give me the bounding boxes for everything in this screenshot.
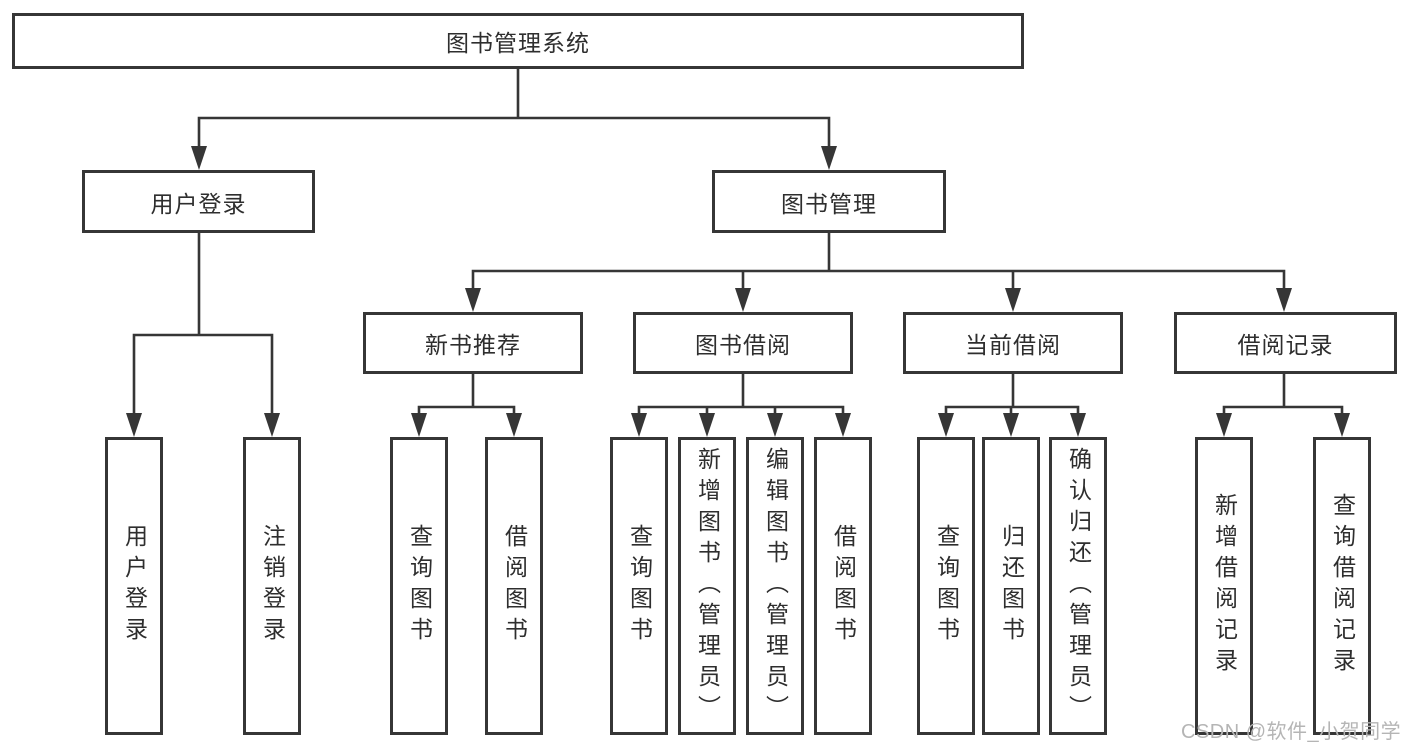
leaf-newbook-query-books: 查询图书 [390, 437, 448, 735]
node-label: 用户登录 [121, 524, 148, 648]
leaf-records-query-record: 查询借阅记录 [1313, 437, 1371, 735]
csdn-watermark: CSDN @软件_小贺同学 [1181, 721, 1402, 743]
node-system-root: 图书管理系统 [12, 13, 1024, 69]
node-label: 新增借阅记录 [1211, 493, 1238, 679]
node-label: 借阅记录 [1237, 332, 1334, 358]
node-current-borrowing: 当前借阅 [903, 312, 1123, 374]
leaf-current-query-books: 查询图书 [917, 437, 975, 735]
node-label: 图书管理 [781, 190, 877, 217]
leaf-newbook-borrow-books: 借阅图书 [485, 437, 543, 735]
node-borrow-records: 借阅记录 [1174, 312, 1397, 374]
leaf-current-return-books: 归还图书 [982, 437, 1040, 735]
node-label: 新书推荐 [425, 332, 521, 358]
node-label: 图书管理系统 [446, 30, 590, 56]
tree-connector-path [132, 67, 1344, 420]
node-label: 新增图书（管理员） [694, 446, 721, 726]
node-label: 确认归还（管理员） [1065, 446, 1092, 726]
node-book-management: 图书管理 [712, 170, 946, 233]
node-label: 编辑图书（管理员） [762, 446, 789, 726]
node-label: 查询图书 [933, 524, 960, 648]
leaf-borrowing-borrow-books: 借阅图书 [814, 437, 872, 735]
node-label: 查询图书 [626, 524, 653, 648]
node-label: 当前借阅 [965, 332, 1061, 358]
node-user-login: 用户登录 [82, 170, 315, 233]
node-label: 归还图书 [998, 524, 1025, 648]
node-new-book-recommend: 新书推荐 [363, 312, 583, 374]
leaf-logout: 注销登录 [243, 437, 301, 735]
node-label: 图书借阅 [695, 332, 791, 358]
leaf-borrowing-add-books-admin: 新增图书（管理员） [678, 437, 736, 735]
node-label: 查询借阅记录 [1329, 493, 1356, 679]
leaf-current-confirm-return-admin: 确认归还（管理员） [1049, 437, 1107, 735]
node-label: 查询图书 [406, 524, 433, 648]
leaf-user-login: 用户登录 [105, 437, 163, 735]
node-label: 注销登录 [259, 524, 286, 648]
node-label: 借阅图书 [830, 524, 857, 648]
arrowhead-icons [126, 146, 1350, 437]
leaf-borrowing-query-books: 查询图书 [610, 437, 668, 735]
leaf-records-add-record: 新增借阅记录 [1195, 437, 1253, 735]
leaf-borrowing-edit-books-admin: 编辑图书（管理员） [746, 437, 804, 735]
node-book-borrowing: 图书借阅 [633, 312, 853, 374]
node-label: 用户登录 [150, 190, 247, 217]
node-label: 借阅图书 [501, 524, 528, 648]
